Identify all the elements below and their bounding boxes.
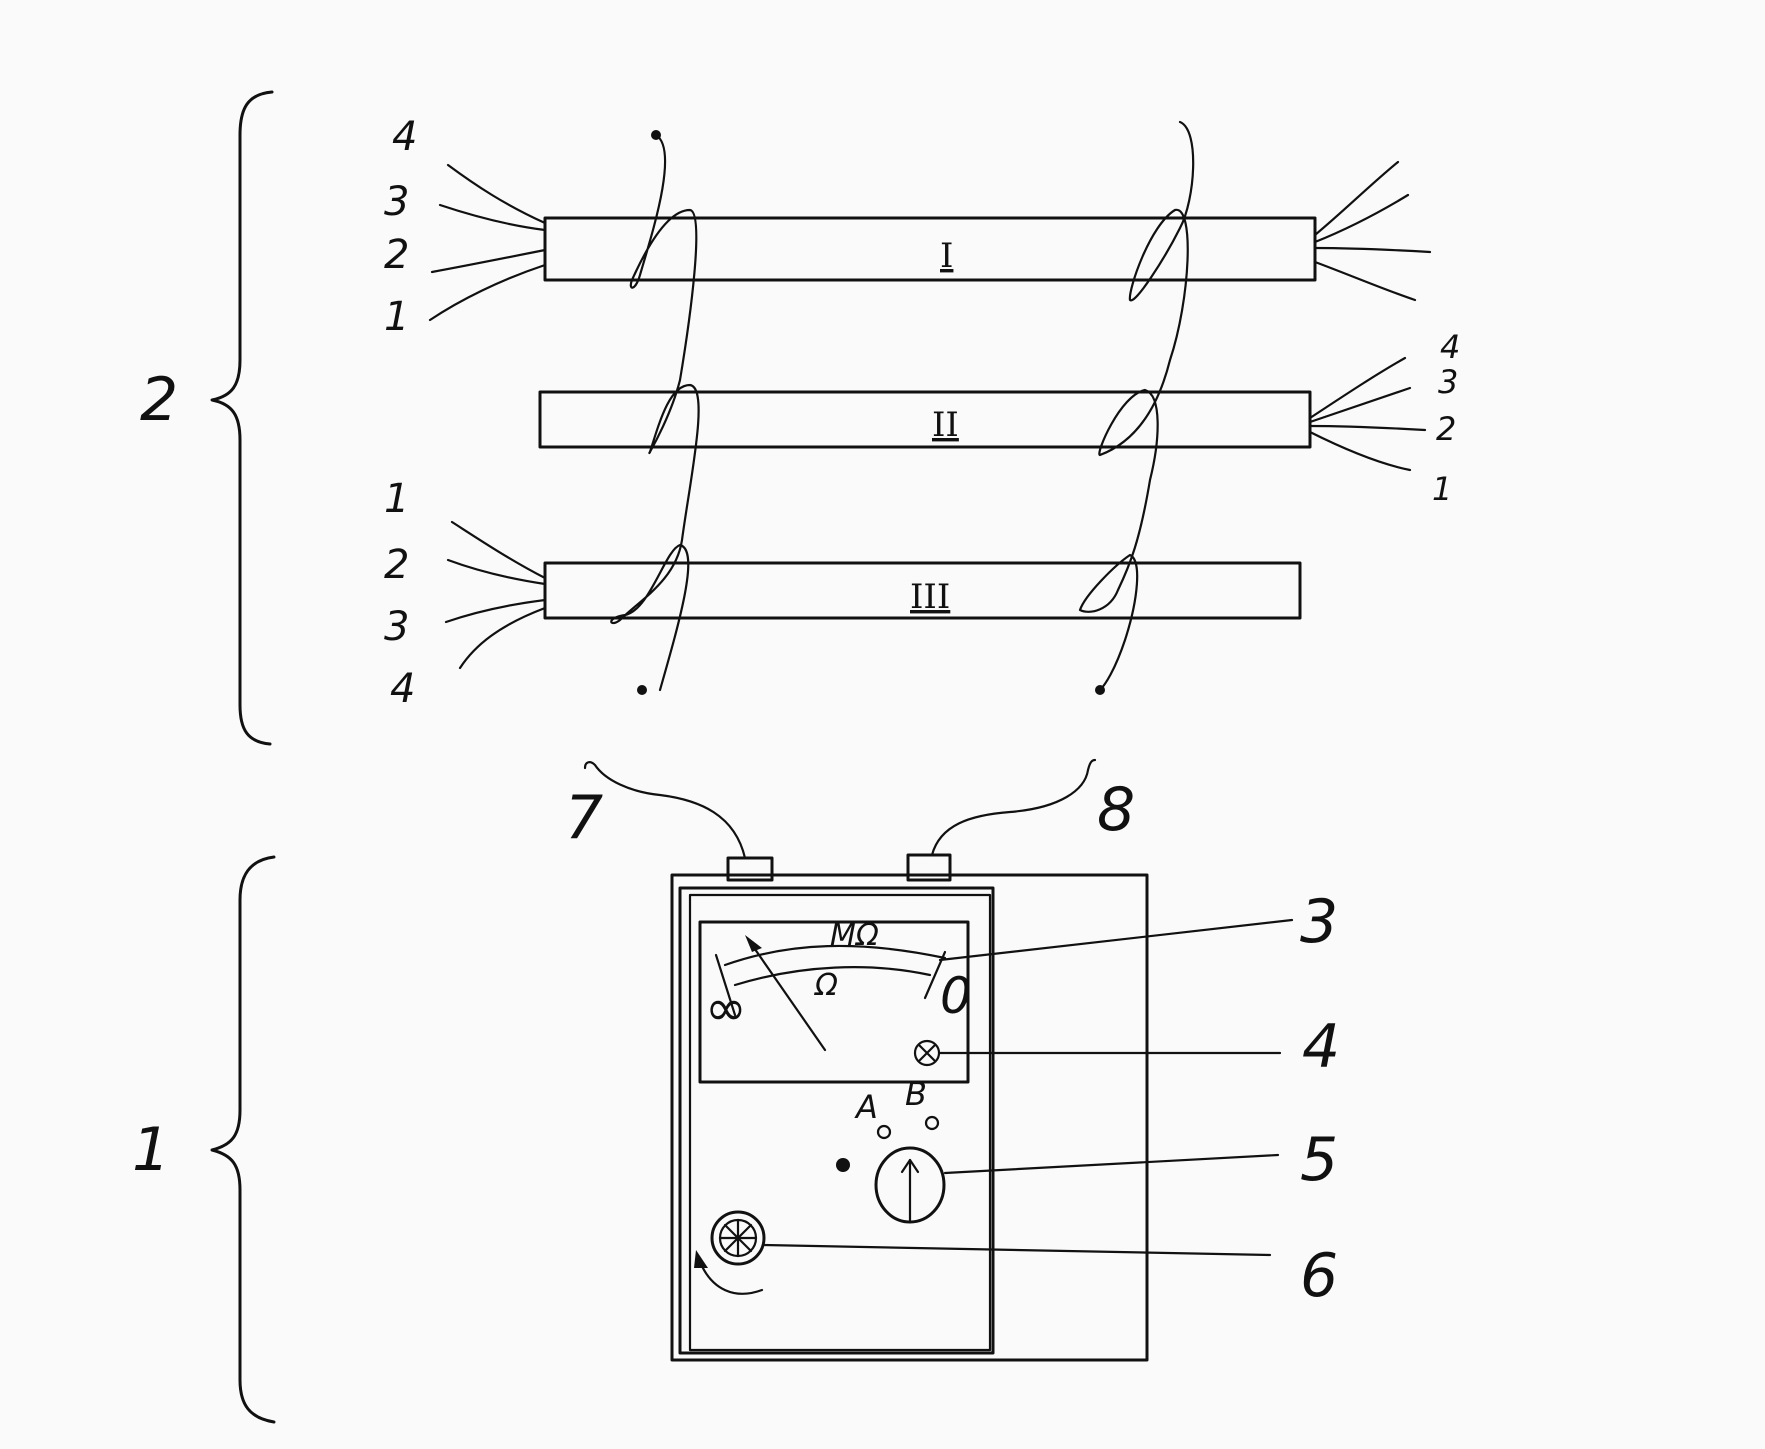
cable-i-body — [543, 216, 1317, 282]
callout-5-label: 5 — [1300, 1125, 1338, 1195]
terminal-b-socket[interactable] — [924, 1115, 940, 1131]
left-wrap-lead-top-end — [651, 130, 661, 140]
cable-ii-label: II — [932, 405, 959, 445]
callout-3-label: 3 — [1300, 887, 1338, 957]
cable-ii-wire-label-1: 1 — [1432, 470, 1452, 508]
meter-inner-panel — [688, 893, 992, 1352]
cable-iii-body — [543, 561, 1302, 620]
cable-ii-wire-4 — [1308, 356, 1407, 420]
scale-arc-upper — [723, 944, 947, 967]
cable-i-wire-label-1: 1 — [384, 294, 409, 340]
scale-upper-unit: MΩ — [830, 918, 879, 953]
scale-lower-unit: Ω — [813, 968, 838, 1003]
crank-rotation-arrow-head — [694, 1250, 708, 1268]
left-wrap-lead — [610, 130, 700, 695]
group-2-brace — [210, 90, 274, 746]
range-switch-knob — [874, 1146, 946, 1224]
cable-iii-label: III — [910, 577, 950, 617]
callout-3-line — [938, 918, 1294, 962]
meter-front-panel — [678, 886, 995, 1355]
cable-i-wire-1 — [428, 263, 547, 322]
cable-ii: II 4 3 2 1 — [538, 328, 1460, 508]
group-1-label: 1 — [132, 1115, 170, 1185]
terminal-b-label: B — [905, 1075, 927, 1113]
cable-iii-wire-2 — [446, 558, 547, 586]
meter-window — [698, 920, 970, 1084]
cable-iii: III 1 2 3 4 — [384, 476, 1302, 712]
terminal-a-socket[interactable] — [876, 1124, 892, 1140]
terminal-right — [906, 853, 952, 882]
meter-outer-case — [670, 873, 1149, 1362]
cable-i-right-wire-1 — [1313, 160, 1400, 237]
callout-6-label: 6 — [1300, 1241, 1338, 1311]
cable-iii-wire-1 — [450, 520, 547, 580]
generator-crank[interactable] — [710, 1210, 766, 1266]
cable-ii-wire-3 — [1308, 386, 1412, 424]
cable-ii-wire-label-3: 3 — [1438, 363, 1458, 401]
cable-iii-wire-label-3: 3 — [384, 604, 409, 650]
range-switch[interactable] — [874, 1146, 946, 1224]
range-switch-pointer-head — [900, 1158, 920, 1174]
cable-iii-wire-label-4: 4 — [390, 666, 415, 712]
terminal-a-label: A — [854, 1088, 878, 1126]
zero-adjust-screw[interactable] — [913, 1039, 941, 1067]
lead-7 — [583, 761, 747, 860]
cable-iii-wire-4 — [458, 606, 547, 670]
cable-i-right-wire-3 — [1313, 246, 1432, 254]
cable-i-wire-label-4: 4 — [392, 114, 417, 160]
lead-8 — [930, 758, 1097, 857]
cable-iii-wire-label-1: 1 — [384, 476, 409, 522]
megohmmeter: 7 8 MΩ Ω ∞ 0 A B — [565, 758, 1149, 1362]
cable-ii-wire-1 — [1308, 430, 1412, 472]
cable-i-wire-4 — [446, 163, 547, 225]
cable-iii-wire-3 — [444, 598, 547, 624]
right-wrap-lead-bottom-end — [1095, 685, 1105, 695]
cable-ii-wire-2 — [1308, 424, 1427, 432]
callout-6-line — [762, 1243, 1272, 1257]
right-wrap-lead — [1078, 120, 1195, 695]
lead-7-label: 7 — [565, 783, 603, 853]
cable-ii-body — [538, 390, 1312, 449]
terminal-left — [726, 856, 774, 882]
zero-adjust-screw-slot-2 — [917, 1043, 937, 1063]
cable-i: I 4 3 2 1 — [384, 114, 1432, 340]
cable-ii-wire-label-4: 4 — [1440, 328, 1460, 366]
ground-socket[interactable] — [836, 1158, 850, 1172]
meter-needle — [748, 940, 827, 1052]
scale-arc-lower — [733, 966, 932, 987]
lead-8-label: 8 — [1097, 775, 1135, 845]
cable-i-right-wire-4 — [1313, 260, 1417, 302]
left-wrap-lead-bottom-end — [637, 685, 647, 695]
cable-i-wire-label-2: 2 — [384, 232, 409, 278]
scale-left-mark: ∞ — [705, 979, 747, 1037]
right-wrap-lead-top — [1078, 120, 1195, 692]
cable-i-right-wire-2 — [1313, 193, 1410, 244]
callout-5-line — [943, 1153, 1280, 1175]
cable-i-wire-3 — [438, 203, 547, 232]
cable-i-wire-2 — [430, 248, 547, 274]
crank-rotation-arrow — [698, 1260, 764, 1295]
meter-needle-head — [745, 935, 762, 952]
cable-iii-wire-label-2: 2 — [384, 542, 409, 588]
scale-right-mark: 0 — [940, 967, 972, 1025]
cable-i-wire-label-3: 3 — [384, 179, 409, 225]
callout-4-label: 4 — [1302, 1012, 1340, 1082]
scale-tick-left — [714, 953, 737, 1017]
generator-crank-spoke-4 — [723, 1223, 753, 1253]
generator-crank-wheel — [710, 1210, 766, 1266]
group-2-label: 2 — [140, 365, 178, 435]
group-1-brace — [210, 855, 276, 1424]
cable-i-label: I — [940, 236, 953, 276]
cable-ii-wire-label-2: 2 — [1436, 410, 1456, 448]
left-wrap-lead-top — [610, 133, 700, 692]
